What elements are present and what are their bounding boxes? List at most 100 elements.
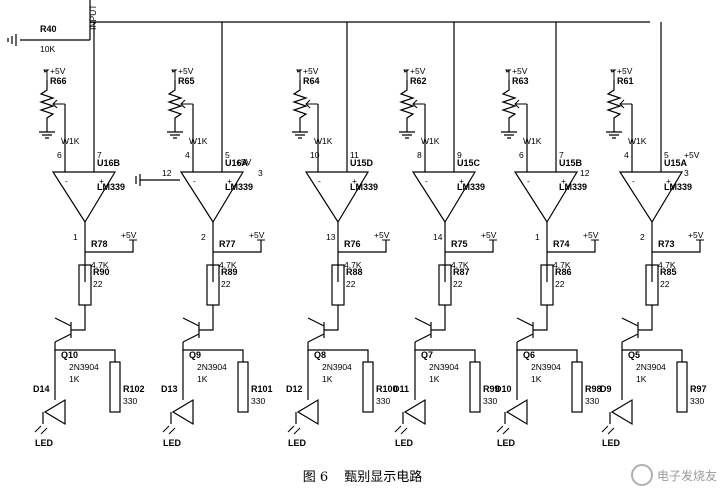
pin-a-label: 6	[519, 150, 524, 160]
pot-value-label: W1K	[523, 136, 542, 146]
pot-ref-label: R61	[617, 76, 634, 86]
base-resistor-value: 22	[660, 279, 670, 289]
u16a-vcc-label: +5V	[236, 157, 252, 167]
diode-ref: D13	[161, 384, 178, 394]
ic-label: LM339	[97, 182, 125, 192]
pull-resistor-ref: R76	[344, 239, 361, 249]
comparator-ref: U15B	[559, 158, 583, 168]
led-resistor-ref: R102	[123, 384, 145, 394]
output-pin-label: 2	[640, 232, 645, 242]
input-section: INPUT R40 10K	[7, 0, 650, 54]
led-resistor-value: 330	[690, 396, 704, 406]
pot-value-label: W1K	[61, 136, 80, 146]
transistor-ref: Q7	[421, 350, 433, 360]
pot-value-label: W1K	[314, 136, 333, 146]
pin-a-label: 8	[417, 150, 422, 160]
base-resistor-ref: R88	[346, 267, 363, 277]
comparator-ref: U15C	[457, 158, 481, 168]
pin-3-label-2: 3	[684, 168, 689, 178]
pull-resistor-value: 4.7K	[553, 260, 571, 270]
base-resistor-ref: R89	[221, 267, 238, 277]
plus-sign: +	[227, 176, 232, 186]
comparator-ref: U16A	[225, 158, 249, 168]
pot-value-label: W1K	[628, 136, 647, 146]
vref-label: +5V	[512, 66, 528, 76]
pull-resistor-ref: R73	[658, 239, 675, 249]
transistor-type: 2N3904	[429, 362, 459, 372]
transistor-ref: Q5	[628, 350, 640, 360]
transistor-type: 2N3904	[322, 362, 352, 372]
vcc-label: +5V	[249, 230, 265, 240]
pin-b-label: 11	[350, 150, 359, 160]
pin-a-label: 4	[624, 150, 629, 160]
plus-sign: +	[459, 176, 464, 186]
watermark-text: 电子发烧友	[656, 468, 717, 483]
caption-title: 甄别显示电路	[344, 470, 423, 485]
pull-resistor-ref: R75	[451, 239, 468, 249]
pin-3-label: 3	[258, 168, 263, 178]
caption-figure-number: 图 6	[302, 470, 329, 485]
led-label: LED	[497, 438, 516, 448]
vref-label: +5V	[303, 66, 319, 76]
r40-ref: R40	[40, 24, 57, 34]
led-resistor-value: 330	[123, 396, 137, 406]
led-label: LED	[602, 438, 621, 448]
watermark: 电子发烧友	[630, 464, 717, 486]
led-resistor-value: 330	[251, 396, 265, 406]
pull-resistor-value: 4.7K	[91, 260, 109, 270]
output-pin-label: 1	[535, 232, 540, 242]
transistor-type: 2N3904	[531, 362, 561, 372]
led-label: LED	[395, 438, 414, 448]
base-resistor-ref: R86	[555, 267, 572, 277]
comparator-ref: U15D	[350, 158, 374, 168]
pin-b-label: 7	[559, 150, 564, 160]
led-resistor-value: 330	[585, 396, 599, 406]
ic-label: LM339	[664, 182, 692, 192]
pull-resistor-ref: R77	[219, 239, 236, 249]
comparator-ref: U16B	[97, 158, 121, 168]
led-label: LED	[163, 438, 182, 448]
diode-ref: D10	[495, 384, 512, 394]
pot-ref-label: R64	[303, 76, 320, 86]
vref-label: +5V	[617, 66, 633, 76]
plus-sign: +	[666, 176, 671, 186]
led-label: LED	[288, 438, 307, 448]
output-pin-label: 2	[201, 232, 206, 242]
figure-caption: 图 6 甄别显示电路	[0, 466, 725, 485]
comparator-ref: U15A	[664, 158, 688, 168]
pin-a-label: 6	[57, 150, 62, 160]
limit-resistor-label: 1K	[429, 374, 440, 384]
watermark-logo-icon	[630, 464, 653, 486]
pin-12-label: 12	[162, 168, 172, 178]
diode-ref: D12	[286, 384, 303, 394]
base-resistor-ref: R85	[660, 267, 677, 277]
pot-ref-label: R65	[178, 76, 195, 86]
pot-ref-label: R66	[50, 76, 67, 86]
ic-label: LM339	[457, 182, 485, 192]
pin-a-label: 10	[310, 150, 320, 160]
limit-resistor-label: 1K	[531, 374, 542, 384]
ic-label: LM339	[225, 182, 253, 192]
pin-b-label: 5	[225, 150, 230, 160]
ic-label: LM339	[559, 182, 587, 192]
transistor-ref: Q10	[61, 350, 78, 360]
pull-resistor-value: 4.7K	[344, 260, 362, 270]
u15a-vcc-label: +5V	[684, 150, 700, 160]
vref-label: +5V	[50, 66, 66, 76]
pin-12-label-2: 12	[580, 168, 590, 178]
comparator-symbol	[618, 171, 684, 224]
led-resistor-ref: R100	[376, 384, 398, 394]
pull-resistor-ref: R78	[91, 239, 108, 249]
minus-sign: -	[425, 176, 428, 186]
output-pin-label: 14	[433, 232, 443, 242]
pull-resistor-value: 4.7K	[451, 260, 469, 270]
minus-sign: -	[318, 176, 321, 186]
minus-sign: -	[65, 176, 68, 186]
comparator-symbol	[304, 171, 370, 224]
vcc-label: +5V	[481, 230, 497, 240]
pot-ref-label: R62	[410, 76, 427, 86]
led-resistor-value: 330	[376, 396, 390, 406]
